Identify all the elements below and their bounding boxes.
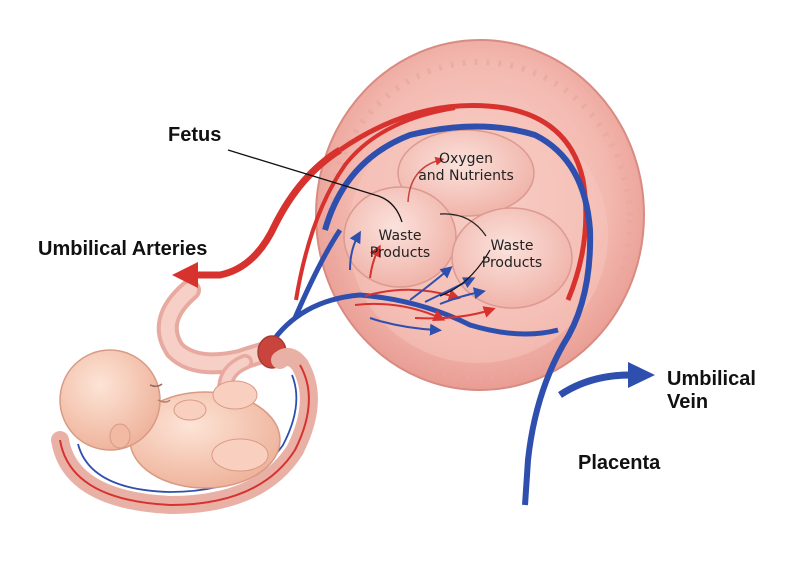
inner-curve-1 [407,156,445,203]
label-fetus: Fetus [168,124,222,146]
umbilical-cord [156,279,287,398]
lobe-waste-left [343,186,457,288]
lobe-waste-right [451,207,573,309]
label-umbilical-arteries: Umbilical Arteries [38,238,208,260]
lobe-oxygen-line1: Oxygen [439,151,493,167]
flow-arrows [349,230,496,336]
placenta-lobes [343,129,573,309]
label-placenta: Placenta [578,452,661,474]
inner-curve-2 [439,213,487,237]
vein-out-arrow [558,362,655,398]
label-umbilical-vein-line1: Umbilical [667,368,756,390]
lobe-oxygen-line2: and Nutrients [418,168,514,184]
leader-lines [227,149,491,297]
arteries-out-arrow [172,147,342,288]
lobe-waste-right-line2: Products [481,255,543,271]
lobe-waste-left-line2: Products [369,245,431,261]
lobe-waste-right-line1: Waste [490,238,534,254]
lobe-waste-left-line1: Waste [378,228,422,244]
fetus-figure [59,349,281,489]
label-umbilical-vein-line2: Vein [667,391,709,413]
lobe-oxygen [397,129,535,217]
umbilical-vein-vessels [267,123,594,506]
umbilical-arteries-vessels [294,103,589,301]
